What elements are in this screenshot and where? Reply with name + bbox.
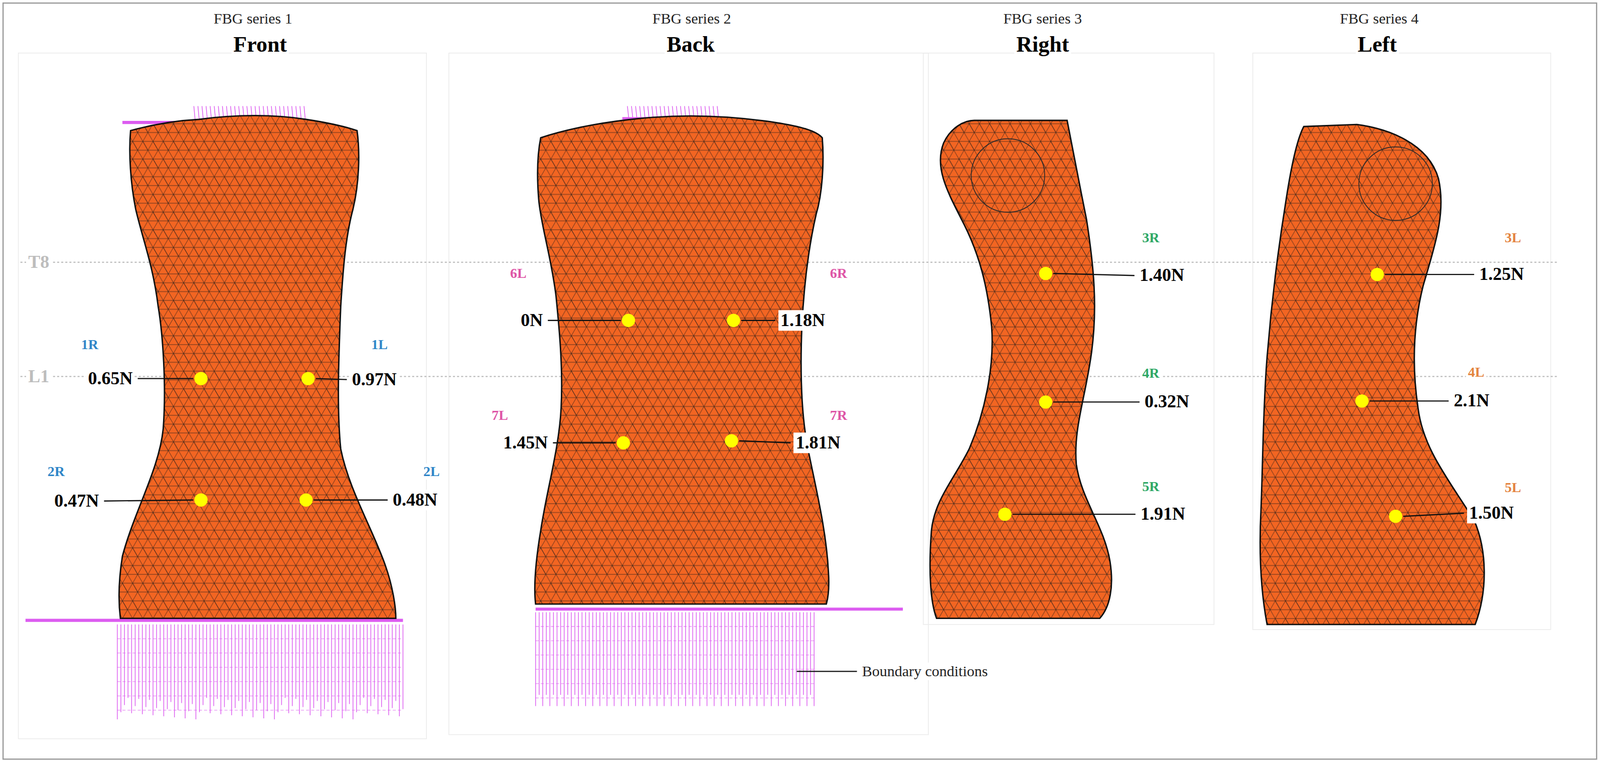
- sensor-dot: [299, 493, 313, 507]
- sensor-id: 4L: [1466, 364, 1487, 381]
- panel-box: [923, 53, 1215, 625]
- vertebra-label: L1: [26, 366, 52, 387]
- sensor-id: 5L: [1502, 479, 1524, 496]
- sensor-dot: [621, 313, 635, 327]
- view-title: Left: [1355, 32, 1399, 58]
- force-value: 0.65N: [85, 368, 135, 389]
- leader-line: [552, 442, 616, 444]
- force-value: 0.47N: [52, 490, 101, 512]
- series-title: FBG series 1: [211, 9, 295, 28]
- sensor-id: 4R: [1140, 365, 1162, 382]
- sensor-dot: [301, 371, 315, 385]
- force-value: 1.25N: [1477, 263, 1526, 285]
- sensor-id: 6R: [828, 265, 850, 282]
- sensor-dot: [1039, 395, 1053, 409]
- sensor-id: 2L: [421, 463, 442, 480]
- leader-line: [739, 440, 791, 443]
- boundary-plane: [535, 607, 903, 611]
- leader-line: [1369, 400, 1450, 402]
- force-value: 0.97N: [350, 369, 399, 390]
- boundary-arrows: [117, 624, 404, 720]
- sensor-id: 2R: [45, 463, 67, 480]
- sensor-dot: [1355, 394, 1369, 408]
- sensor-id: 3L: [1502, 229, 1524, 246]
- sensor-dot: [1370, 267, 1384, 281]
- leader-line: [313, 499, 388, 501]
- force-value: 0N: [518, 309, 545, 331]
- view-title: Front: [231, 32, 289, 58]
- leader-line: [103, 500, 194, 502]
- leader-lines: [103, 273, 1475, 672]
- sensor-dot: [616, 436, 630, 450]
- force-value: 1.91N: [1138, 503, 1188, 525]
- annotation-note: Boundary conditions: [860, 662, 991, 681]
- sensor-dot: [194, 371, 208, 385]
- panel-box: [1252, 53, 1551, 630]
- force-value: 2.1N: [1451, 390, 1492, 412]
- sensor-id: 1R: [79, 336, 101, 353]
- vertebra-label: T8: [26, 251, 52, 273]
- sensor-id: 5R: [1140, 478, 1162, 495]
- leader-line: [796, 670, 858, 672]
- torso-mesh: [1259, 124, 1485, 625]
- view-title: Back: [664, 32, 717, 58]
- sensor-dot: [194, 493, 208, 507]
- force-value: 0.48N: [390, 489, 440, 511]
- leader-line: [1053, 273, 1135, 276]
- force-value: 1.40N: [1137, 264, 1187, 286]
- series-title: FBG series 4: [1338, 9, 1421, 28]
- leader-line: [1403, 513, 1465, 517]
- torso-mesh: [929, 120, 1112, 619]
- boundary-arrows: [535, 611, 817, 706]
- torso-mesh: [118, 115, 396, 618]
- sensor-id: 6L: [508, 265, 529, 282]
- leader-line: [137, 377, 194, 379]
- leader-line: [741, 319, 776, 321]
- panel-box: [448, 53, 929, 735]
- figure-frame: [3, 3, 1597, 759]
- leader-line: [547, 319, 621, 321]
- force-value: 1.50N: [1467, 502, 1516, 524]
- sensor-id: 7L: [489, 407, 511, 424]
- sensor-dot: [1039, 266, 1053, 280]
- panel-box: [18, 53, 427, 739]
- sensor-dot: [724, 433, 738, 447]
- sensor-dot: [998, 507, 1012, 521]
- series-title: FBG series 2: [650, 9, 734, 28]
- leader-line: [1012, 513, 1136, 515]
- sensor-dot: [726, 313, 740, 327]
- sensor-id: 3R: [1140, 229, 1162, 246]
- torso-mesh: [534, 115, 829, 604]
- sensor-id: 7R: [828, 407, 850, 424]
- sensor-dot: [1388, 509, 1402, 523]
- sensor-id: 1L: [369, 336, 390, 353]
- force-value: 1.18N: [778, 309, 828, 331]
- view-title: Right: [1014, 32, 1071, 58]
- leader-line: [1384, 273, 1475, 275]
- shoulder-joint: [971, 138, 1045, 213]
- leader-line: [1053, 401, 1140, 403]
- series-title: FBG series 3: [1001, 9, 1084, 28]
- boundary-plane: [25, 618, 404, 622]
- leader-line: [315, 378, 348, 380]
- force-value: 0.32N: [1142, 391, 1192, 413]
- shoulder-joint: [1358, 146, 1432, 221]
- force-value: 1.81N: [793, 432, 843, 453]
- force-value: 1.45N: [501, 432, 550, 453]
